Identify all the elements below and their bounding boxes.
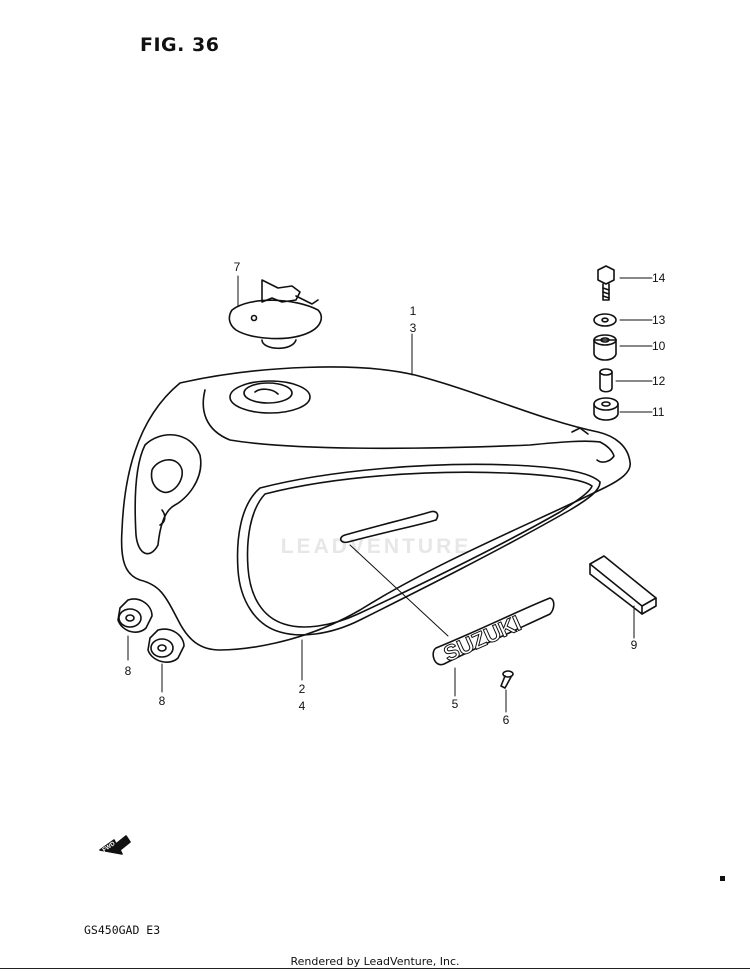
washer	[593, 313, 617, 327]
screw	[500, 670, 514, 689]
leader-lines	[127, 275, 653, 713]
fuel-tank	[120, 366, 631, 651]
footer-rule	[0, 968, 750, 969]
figure-title: FIG. 36	[140, 34, 220, 56]
callout-8a: 8	[124, 664, 132, 678]
model-code: GS450GAD E3	[84, 923, 161, 937]
callout-10: 10	[652, 339, 666, 353]
fwd-arrow-icon	[99, 835, 131, 855]
watermark: LEADVENTURE	[280, 535, 472, 558]
footer-credit: Rendered by LeadVenture, Inc.	[290, 955, 460, 968]
cushion-10	[593, 334, 617, 361]
emblem-lettering: SUZUKI	[440, 610, 525, 666]
callout-6: 6	[502, 713, 510, 727]
callout-7: 7	[233, 260, 241, 274]
callout-2: 2	[298, 682, 306, 696]
fuel-cap	[228, 279, 323, 350]
cushion-8a	[117, 598, 153, 633]
emblem	[432, 597, 555, 666]
callout-3: 3	[409, 321, 417, 335]
bolt	[597, 265, 615, 301]
cushion-8b	[147, 628, 185, 663]
callout-8b: 8	[158, 694, 166, 708]
spacer	[599, 368, 613, 393]
callout-11: 11	[652, 405, 665, 419]
callout-1: 1	[409, 304, 417, 318]
callout-9: 9	[630, 638, 638, 652]
cushion-11	[593, 397, 619, 421]
pad	[589, 555, 657, 615]
callout-12: 12	[652, 374, 666, 388]
callout-4: 4	[298, 699, 306, 713]
callout-13: 13	[652, 313, 666, 327]
callout-14: 14	[652, 271, 666, 285]
corner-mark	[720, 876, 725, 881]
callout-5: 5	[451, 697, 459, 711]
